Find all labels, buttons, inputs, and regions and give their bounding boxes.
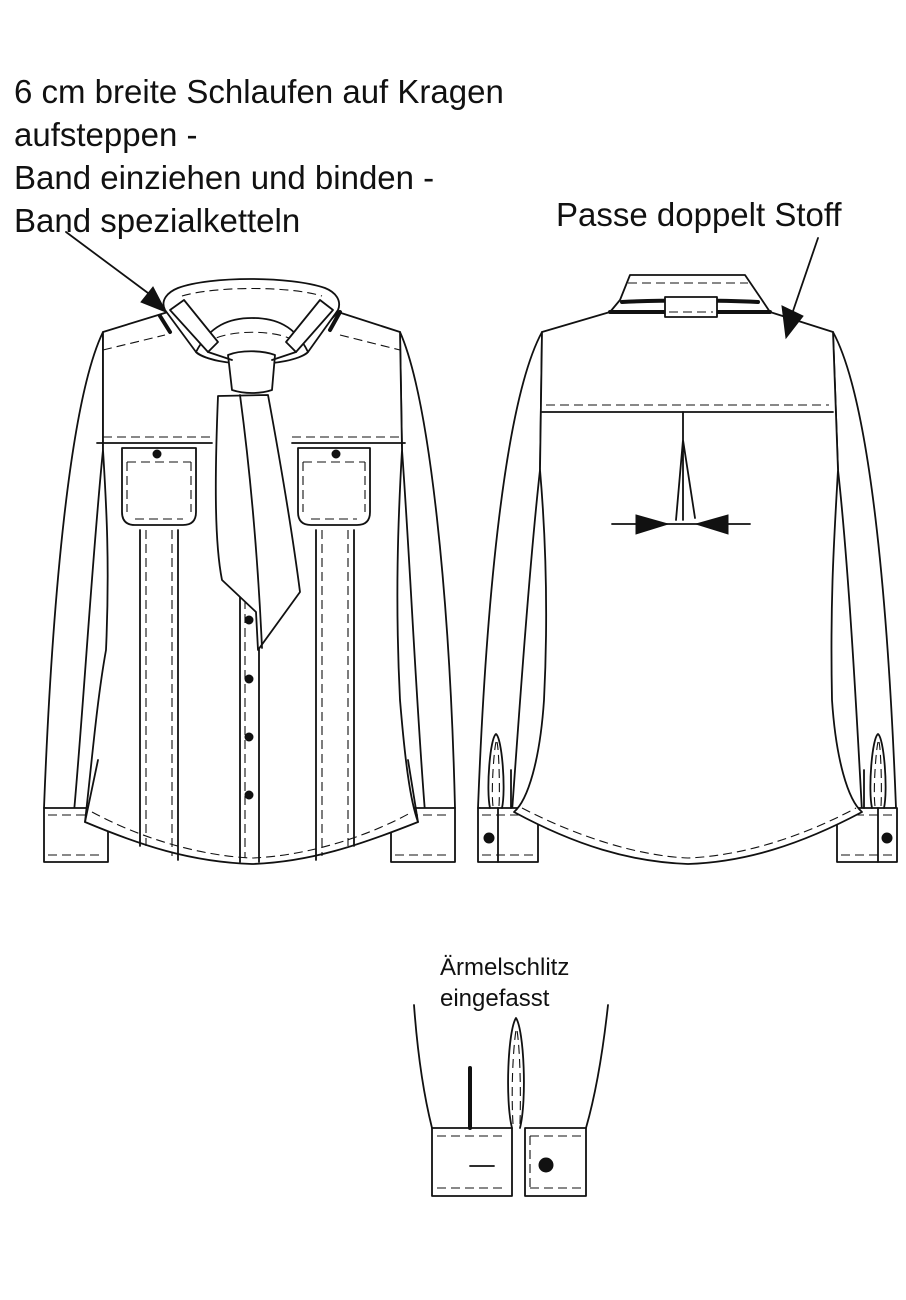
sleeve-annotation-text: Ärmelschlitz eingefasst — [440, 954, 570, 1012]
back-collar-loop — [664, 296, 718, 318]
button-icon — [244, 615, 254, 625]
front-left-pocket — [121, 447, 197, 526]
detail-cuff-left — [431, 1127, 513, 1197]
arrow-pointer-icon — [140, 286, 168, 313]
back-right-sleeve — [832, 331, 897, 813]
back-annotation-text: Passe doppelt Stoff — [556, 196, 842, 233]
back-left-sleeve — [477, 331, 543, 813]
dart-marker-icon — [635, 514, 670, 535]
shirt-back-view — [477, 237, 898, 865]
back-body — [513, 311, 863, 865]
sleeve-placket-detail — [413, 1004, 609, 1197]
button-icon — [331, 449, 341, 459]
arrow-pointer-icon — [781, 305, 804, 340]
front-right-sleeve — [399, 331, 456, 813]
tie-band — [214, 394, 301, 651]
button-icon — [152, 449, 162, 459]
front-right-pocket — [297, 447, 371, 526]
button-icon — [244, 732, 254, 742]
collar-loop-left — [169, 299, 219, 353]
button-icon — [244, 674, 254, 684]
dart-marker-icon — [694, 514, 729, 535]
button-icon — [483, 832, 495, 844]
shirt-front-view — [43, 231, 456, 865]
front-annotation-text: 6 cm breite Schlaufen auf Kragen aufstep… — [14, 73, 504, 239]
collar-loop-right — [285, 299, 334, 353]
button-icon — [244, 790, 254, 800]
button-icon — [881, 832, 893, 844]
tie-knot — [227, 350, 276, 394]
detail-cuff-right — [524, 1127, 587, 1197]
button-icon — [538, 1157, 554, 1173]
